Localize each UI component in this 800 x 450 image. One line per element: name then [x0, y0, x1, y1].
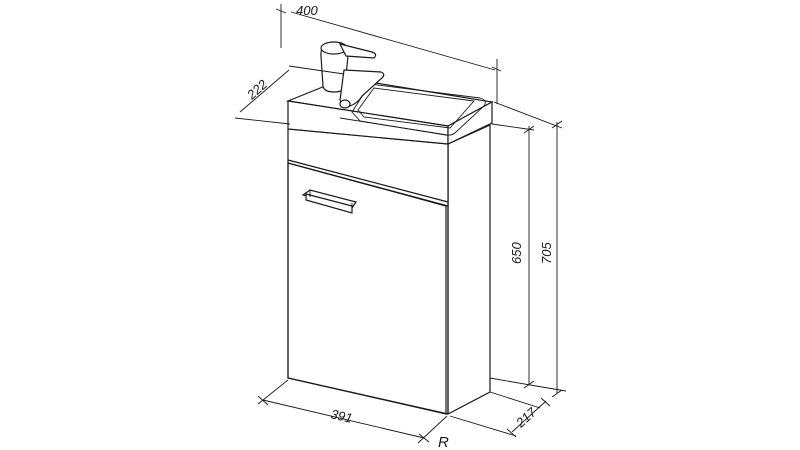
door-handle: [301, 189, 357, 214]
dimension-height-cabinet: 650: [489, 123, 537, 389]
dimension-label-650: 650: [509, 242, 524, 264]
cabinet-body: [287, 124, 491, 415]
dimension-width-bottom: 391: [257, 379, 448, 444]
orientation-label: R: [438, 434, 449, 450]
dimension-width-top: 400: [275, 3, 502, 104]
dimension-label-400: 400: [296, 3, 318, 18]
cabinet-side-panel: [447, 124, 491, 415]
dimension-label-705: 705: [539, 242, 554, 264]
faucet: [320, 41, 385, 109]
dimension-label-222: 222: [243, 76, 270, 103]
dimension-height-total: 705: [493, 101, 567, 398]
sink-basin: [351, 83, 486, 136]
faucet-lever: [338, 43, 377, 59]
dimension-label-217: 217: [512, 404, 539, 431]
dimension-label-391: 391: [329, 406, 354, 425]
